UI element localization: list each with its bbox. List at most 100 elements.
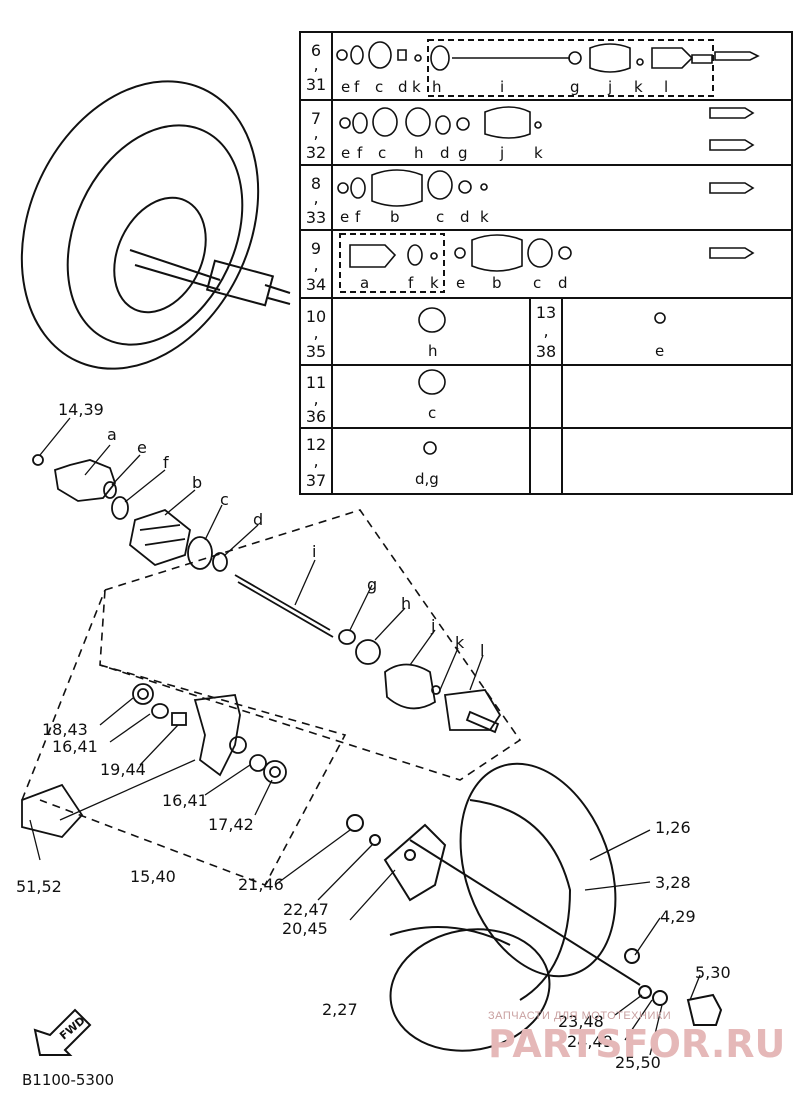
row6-letter: c bbox=[428, 404, 436, 422]
table-text: 6 31 7 32 8 33 9 34 10 35 13 38 11 36 12… bbox=[306, 41, 556, 490]
front-wheel-illustration bbox=[20, 80, 291, 370]
callout-19-44: 19,44 bbox=[100, 760, 146, 779]
row2-parts bbox=[339, 106, 755, 151]
row5-letter: h bbox=[428, 342, 438, 360]
callout-14-39: 14,39 bbox=[58, 400, 104, 419]
callout-d: d bbox=[253, 510, 263, 529]
row7-letter: d,g bbox=[415, 470, 439, 488]
row3-num-top: 8 bbox=[311, 174, 321, 193]
watermark-logo: PARTSFOR.RU bbox=[488, 1022, 786, 1066]
callout-e: e bbox=[137, 438, 147, 457]
callout-h: h bbox=[401, 594, 411, 613]
row4-letter: c bbox=[533, 274, 541, 292]
row3-letter: e bbox=[340, 208, 349, 226]
row3-parts bbox=[337, 169, 755, 207]
row4-letter: f bbox=[408, 274, 414, 292]
row3-letter: b bbox=[390, 208, 400, 226]
watermark-text: ЗАПЧАСТИ ДЛЯ МОТОТЕХНИКИ bbox=[488, 1010, 672, 1022]
callout-16-41-b: 16,41 bbox=[162, 791, 208, 810]
row1-num-bot: 31 bbox=[306, 75, 326, 94]
callout-18-43: 18,43 bbox=[42, 720, 88, 739]
svg-text:,: , bbox=[313, 451, 318, 470]
leader-lines bbox=[29, 417, 701, 1056]
knuckle-group-outline bbox=[99, 509, 522, 781]
row2-letter: j bbox=[499, 144, 504, 162]
callout-15-40: 15,40 bbox=[130, 867, 176, 886]
callout-20-45: 20,45 bbox=[282, 919, 328, 938]
row4-letter: b bbox=[492, 274, 502, 292]
row4-letter: d bbox=[558, 274, 568, 292]
row1-letter: d bbox=[398, 78, 408, 96]
row5-num-bot: 35 bbox=[306, 342, 326, 361]
callout-51-52: 51,52 bbox=[16, 877, 62, 896]
wheel-assembly bbox=[346, 762, 723, 1052]
row1-letter: k bbox=[412, 78, 421, 96]
row5-num-top: 10 bbox=[306, 307, 326, 326]
row5-7-parts bbox=[418, 307, 666, 455]
svg-text:,: , bbox=[313, 255, 318, 274]
row1-letter: c bbox=[375, 78, 383, 96]
callout-25-50: 25,50 bbox=[615, 1053, 661, 1072]
row2-letter: f bbox=[357, 144, 363, 162]
callout-j: j bbox=[430, 616, 435, 635]
callout-21-46: 21,46 bbox=[238, 875, 284, 894]
svg-text:,: , bbox=[313, 188, 318, 207]
row2-letter: k bbox=[534, 144, 543, 162]
row2-letter: d bbox=[440, 144, 450, 162]
row1-letter: f bbox=[354, 78, 360, 96]
row2-num-bot: 32 bbox=[306, 143, 326, 162]
row2-letter: h bbox=[414, 144, 424, 162]
svg-text:,: , bbox=[313, 323, 318, 342]
row6-num-top: 11 bbox=[306, 373, 326, 392]
row3-letter: f bbox=[355, 208, 361, 226]
row7-num-bot: 37 bbox=[306, 471, 326, 490]
callout-3-28: 3,28 bbox=[655, 873, 691, 892]
parts-table bbox=[299, 31, 793, 495]
row1-parts bbox=[336, 41, 760, 73]
row4-letter: e bbox=[456, 274, 465, 292]
svg-text:,: , bbox=[543, 321, 548, 340]
callout-24-49: 24,49 bbox=[567, 1032, 613, 1051]
row3-letter: d bbox=[460, 208, 470, 226]
row1-letter: j bbox=[607, 78, 612, 96]
row3-letter: k bbox=[480, 208, 489, 226]
callout-i: i bbox=[312, 542, 316, 561]
row1-letter: g bbox=[570, 78, 580, 96]
fwd-arrow bbox=[33, 1008, 92, 1056]
knuckle-parts bbox=[21, 683, 287, 839]
row4-parts bbox=[349, 234, 755, 272]
svg-text:,: , bbox=[313, 389, 318, 408]
row2-letter: g bbox=[458, 144, 468, 162]
callout-g: g bbox=[367, 575, 377, 594]
row3-num-bot: 33 bbox=[306, 208, 326, 227]
row5-num2-top: 13 bbox=[536, 303, 556, 322]
callout-labels: 14,39 a e f b c d i g h j k l 18,43 16,4… bbox=[16, 400, 731, 1072]
row5-letter2: e bbox=[655, 342, 664, 360]
callout-b: b bbox=[192, 473, 202, 492]
callout-4-29: 4,29 bbox=[660, 907, 696, 926]
callout-2-27: 2,27 bbox=[322, 1000, 358, 1019]
row1-letter: h bbox=[432, 78, 442, 96]
row5-num2-bot: 38 bbox=[536, 342, 556, 361]
callout-c: c bbox=[220, 490, 229, 509]
drive-shaft-exploded bbox=[32, 454, 502, 734]
svg-text:,: , bbox=[313, 55, 318, 74]
row2-letter: e bbox=[341, 144, 350, 162]
row2-num-top: 7 bbox=[311, 109, 321, 128]
row4-num-bot: 34 bbox=[306, 275, 326, 294]
row1-num-top: 6 bbox=[311, 41, 321, 60]
row1-letter: e bbox=[341, 78, 350, 96]
row6-num-bot: 36 bbox=[306, 407, 326, 426]
callout-23-48: 23,48 bbox=[558, 1012, 604, 1031]
callout-16-41: 16,41 bbox=[52, 737, 98, 756]
row4-num-top: 9 bbox=[311, 239, 321, 258]
svg-text:,: , bbox=[313, 123, 318, 142]
row1-letter: i bbox=[500, 78, 504, 96]
diagram-code: B1100-5300 bbox=[22, 1071, 114, 1089]
callout-a: a bbox=[107, 425, 117, 444]
row4-letter: k bbox=[430, 274, 439, 292]
callout-5-30: 5,30 bbox=[695, 963, 731, 982]
callout-1-26: 1,26 bbox=[655, 818, 691, 837]
callout-22-47: 22,47 bbox=[283, 900, 329, 919]
